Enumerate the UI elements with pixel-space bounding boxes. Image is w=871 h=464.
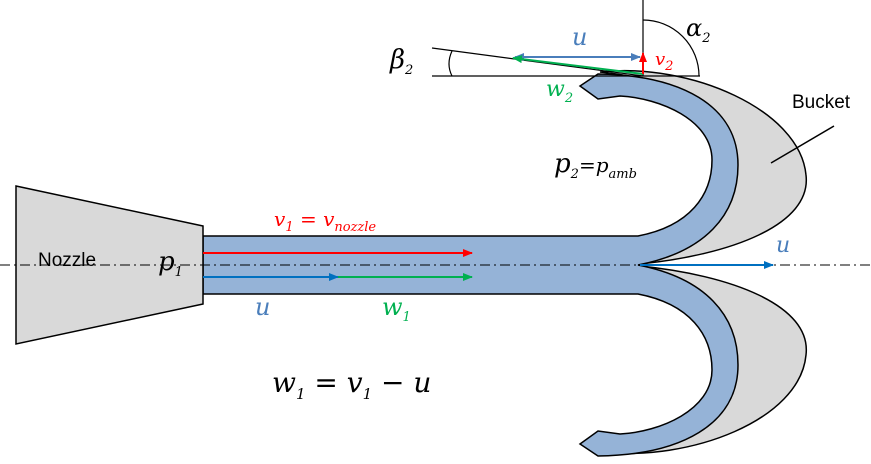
beta2-angle-arc — [448, 50, 453, 77]
u-label-bucket: u — [776, 233, 790, 258]
w1-label: w1 — [382, 293, 411, 325]
w2-label: w2 — [546, 77, 573, 106]
u-label-outlet: u — [572, 23, 587, 51]
p2-label: p2=pamb — [554, 149, 637, 182]
nozzle-label: Nozzle — [38, 250, 96, 271]
jet-stream — [202, 73, 739, 457]
w2-arrow — [512, 55, 644, 75]
bucket-leader-line — [770, 125, 835, 164]
beta2-label: β2 — [389, 45, 413, 78]
v1-label: v1 = vnozzle — [274, 207, 376, 235]
v2-label: v2 — [655, 49, 673, 74]
alpha2-angle-arc — [642, 19, 700, 77]
u-label-jet: u — [255, 293, 270, 321]
w1-equation: w1 = v1 − u — [272, 366, 431, 403]
p1-label: p1 — [158, 247, 183, 280]
bucket-label: Bucket — [792, 92, 851, 113]
alpha2-label: α2 — [686, 14, 711, 46]
